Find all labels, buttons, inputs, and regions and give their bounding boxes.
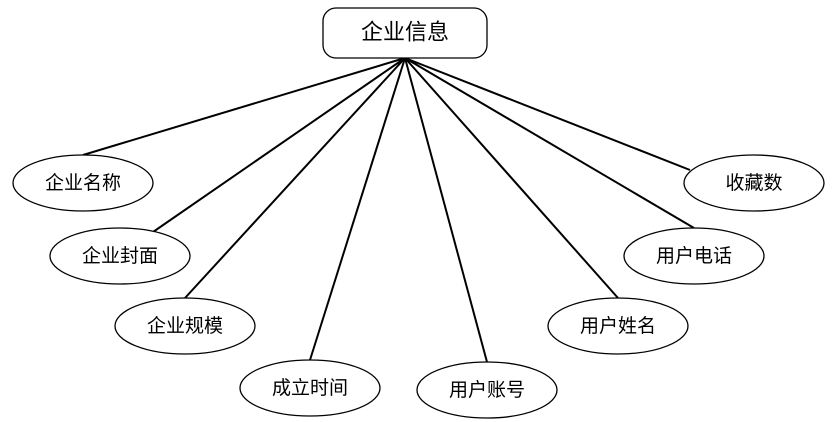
edge-company-scale (184, 57, 406, 299)
edge-company-name (82, 57, 406, 156)
edges (82, 57, 695, 363)
attribute-label-company-name: 企业名称 (45, 172, 121, 194)
attribute-ellipse-company-cover (49, 227, 191, 285)
edge-favorites-count (404, 57, 691, 171)
attribute-label-user-account: 用户账号 (449, 379, 525, 401)
attribute-node-favorites-count: 收藏数 (683, 154, 825, 212)
attribute-ellipse-favorites-count (683, 154, 825, 212)
attribute-node-company-cover: 企业封面 (49, 227, 191, 285)
edge-founded-time (309, 57, 406, 361)
attribute-ellipse-user-name (547, 297, 689, 355)
attribute-label-company-cover: 企业封面 (82, 245, 158, 267)
attribute-node-company-scale: 企业规模 (114, 297, 256, 355)
attribute-node-founded-time: 成立时间 (239, 359, 381, 417)
attribute-node-user-name: 用户姓名 (547, 297, 689, 355)
edge-user-account (404, 57, 488, 363)
entity-box (322, 7, 488, 59)
attribute-label-company-scale: 企业规模 (147, 315, 223, 337)
attribute-ellipse-company-scale (114, 297, 256, 355)
attribute-label-user-phone: 用户电话 (656, 245, 732, 267)
attribute-node-user-account: 用户账号 (416, 361, 558, 419)
edge-user-phone (404, 57, 695, 229)
edge-company-cover (152, 57, 406, 233)
edge-user-name (404, 57, 619, 299)
entity-node: 企业信息 (322, 7, 488, 59)
attribute-ellipse-company-name (12, 154, 154, 212)
attribute-ellipse-founded-time (239, 359, 381, 417)
entity-label: 企业信息 (361, 21, 449, 46)
attribute-node-user-phone: 用户电话 (623, 227, 765, 285)
attribute-label-favorites-count: 收藏数 (725, 172, 782, 194)
attribute-label-user-name: 用户姓名 (580, 315, 656, 337)
attribute-ellipse-user-phone (623, 227, 765, 285)
attribute-label-founded-time: 成立时间 (272, 377, 348, 399)
attribute-node-company-name: 企业名称 (12, 154, 154, 212)
attribute-ellipse-user-account (416, 361, 558, 419)
